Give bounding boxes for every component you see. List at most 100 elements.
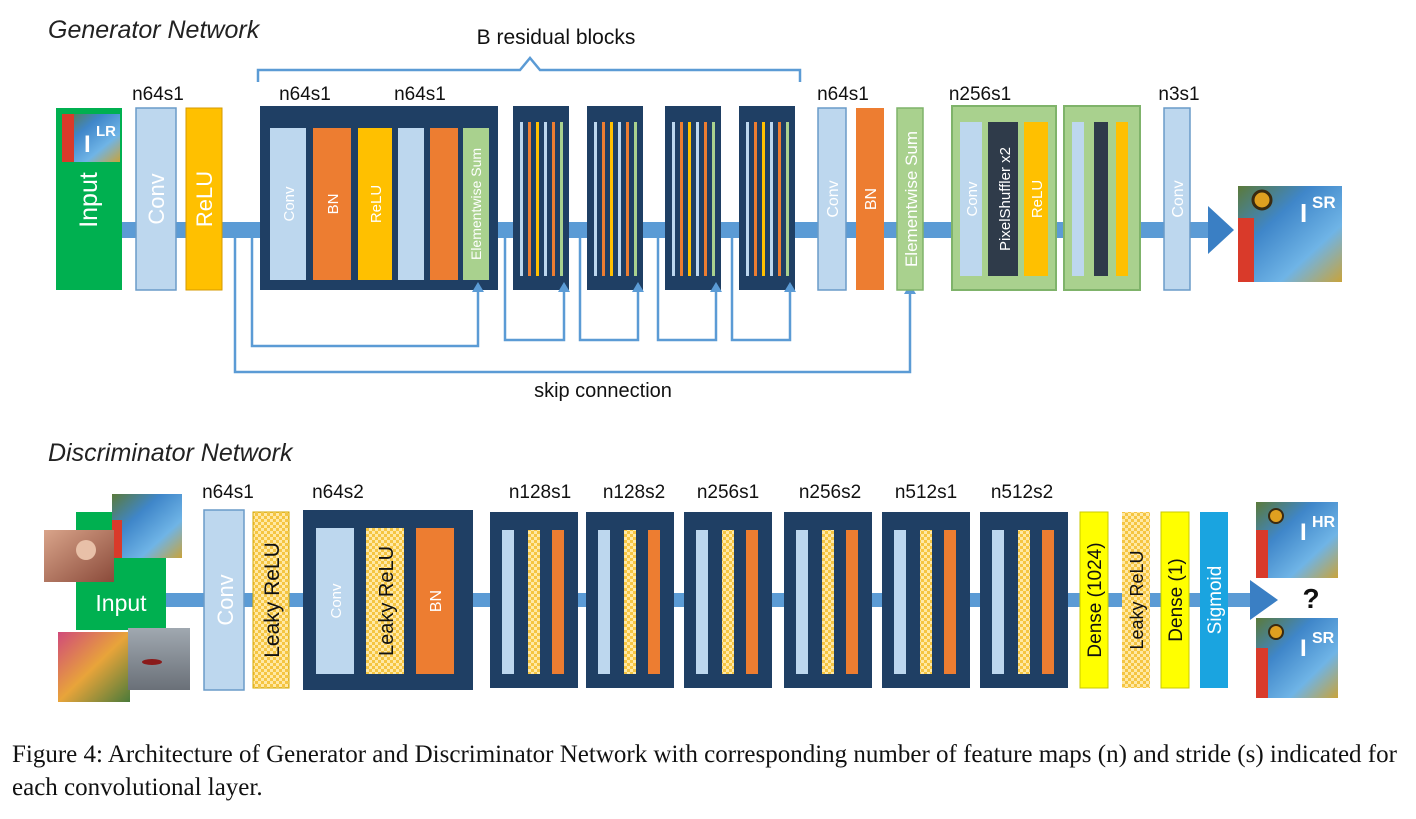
disc-param-label: n512s1 xyxy=(895,482,957,503)
disc-block-6 xyxy=(882,512,970,688)
disc-block-7 xyxy=(980,512,1068,688)
disc-leaky-relu-2-label: Leaky ReLU xyxy=(1127,550,1147,649)
disc-block-3 xyxy=(586,512,674,688)
upsample-conv-2 xyxy=(1072,122,1084,276)
disc-block-leaky-label: Leaky ReLU xyxy=(376,546,398,656)
disc-param-label: n128s2 xyxy=(603,482,665,503)
generator-relu-1 xyxy=(185,107,223,291)
generator-arrow-head xyxy=(1208,206,1234,254)
disc-param-label: n128s1 xyxy=(509,482,571,503)
disc-param-label: n512s2 xyxy=(991,482,1053,503)
generator-final-conv-label: Conv xyxy=(1170,180,1187,217)
svg-text:I: I xyxy=(1300,635,1307,662)
upsample-conv-1-label: Conv xyxy=(964,181,981,217)
skip-connection-label: skip connection xyxy=(534,380,672,402)
disc-param-label: n64s1 xyxy=(202,482,254,503)
residual-block-2 xyxy=(513,106,569,290)
generator-post-conv xyxy=(817,107,847,291)
generator-input-label: Input xyxy=(75,172,103,228)
residual-bracket-label: B residual blocks xyxy=(477,26,636,49)
param-final-conv: n3s1 xyxy=(1158,84,1199,105)
generator-final-conv xyxy=(1163,107,1191,291)
residual-blocks-collapsed xyxy=(513,106,795,290)
discriminator-input-label: Input xyxy=(95,590,147,616)
generator-post-sum xyxy=(896,107,924,291)
generator-post-conv-label: Conv xyxy=(825,180,842,217)
res-sum-label: Elementwise Sum xyxy=(468,148,484,260)
param-upsample: n256s1 xyxy=(949,84,1011,105)
svg-text:I: I xyxy=(84,131,91,158)
architecture-diagram: Generator Network B residual blocks I LR… xyxy=(44,16,1342,702)
param-post-conv: n64s1 xyxy=(817,84,869,105)
disc-block-bn-label: BN xyxy=(428,590,445,612)
sr-image: I SR xyxy=(1256,618,1338,698)
discriminator-input-thumbnails xyxy=(44,494,190,702)
disc-block-5 xyxy=(784,512,872,688)
generator-relu-1-label: ReLU xyxy=(192,171,217,227)
svg-text:SR: SR xyxy=(1312,630,1335,647)
svg-text:SR: SR xyxy=(1312,193,1336,212)
res-conv-a xyxy=(270,128,306,280)
disc-leaky-relu-1-label: Leaky ReLU xyxy=(261,542,284,658)
res-bn-a-label: BN xyxy=(325,194,342,215)
res-conv-b xyxy=(398,128,424,280)
generator-post-bn xyxy=(856,108,884,290)
param-res-conv2: n64s1 xyxy=(394,84,446,105)
lr-image-thumbnail: I LR xyxy=(62,114,120,162)
param-first-conv: n64s1 xyxy=(132,84,184,105)
disc-block-leaky xyxy=(366,528,404,674)
svg-text:I: I xyxy=(1300,198,1307,228)
sr-output-image: I SR xyxy=(1238,186,1342,282)
upsample-shuffler-2 xyxy=(1094,122,1108,276)
discriminator-arrow-head xyxy=(1250,580,1278,620)
svg-text:LR: LR xyxy=(96,123,116,140)
disc-dense-1024 xyxy=(1079,511,1109,689)
disc-sigmoid-label: Sigmoid xyxy=(1205,566,1226,635)
disc-block-bn xyxy=(416,528,454,674)
svg-text:HR: HR xyxy=(1312,514,1336,531)
disc-dense-1024-label: Dense (1024) xyxy=(1085,542,1106,657)
question-mark: ? xyxy=(1302,583,1319,614)
upsample-conv-1 xyxy=(960,122,982,276)
svg-text:I: I xyxy=(1300,519,1307,546)
param-res-conv1: n64s1 xyxy=(279,84,331,105)
disc-conv-1 xyxy=(203,509,245,691)
disc-block-conv-label: Conv xyxy=(328,583,345,619)
disc-block-2 xyxy=(490,512,578,688)
disc-param-label: n256s2 xyxy=(799,482,861,503)
generator-title: Generator Network xyxy=(48,16,261,44)
generator-conv-1-label: Conv xyxy=(144,173,169,224)
res-relu-a-label: ReLU xyxy=(368,185,385,223)
discriminator-param-labels: n64s1 n64s2 n128s1 n128s2 n256s1 n256s2 n512s1… xyxy=(202,482,1053,503)
discriminator-title: Discriminator Network xyxy=(48,439,294,467)
disc-dense-1-label: Dense (1) xyxy=(1166,558,1187,641)
disc-conv-1-label: Conv xyxy=(213,574,238,625)
disc-dense-1 xyxy=(1160,511,1190,689)
generator-post-sum-label: Elementwise Sum xyxy=(902,131,921,267)
res-relu-a xyxy=(358,128,392,280)
upsample-shuffler-1 xyxy=(988,122,1018,276)
disc-block-4 xyxy=(684,512,772,688)
residual-bracket xyxy=(256,56,802,82)
upsample-relu-1-label: ReLU xyxy=(1029,180,1046,218)
residual-block-4 xyxy=(665,106,721,290)
residual-skip-lines xyxy=(233,232,912,374)
disc-leaky-relu-2 xyxy=(1122,512,1150,688)
generator-post-bn-label: BN xyxy=(863,188,880,210)
disc-param-label: n256s1 xyxy=(697,482,759,503)
disc-leaky-relu-1 xyxy=(252,511,290,689)
residual-block-5 xyxy=(739,106,795,290)
disc-sigmoid xyxy=(1200,512,1228,688)
residual-block-3 xyxy=(587,106,643,290)
generator-conv-1 xyxy=(135,107,177,291)
res-sum xyxy=(463,128,489,280)
upsample-relu-2 xyxy=(1116,122,1128,276)
disc-block-conv xyxy=(316,528,354,674)
hr-image: I HR xyxy=(1256,502,1338,578)
res-bn-a xyxy=(313,128,351,280)
disc-param-label: n64s2 xyxy=(312,482,364,503)
upsample-shuffler-1-label: PixelShuffler x2 xyxy=(997,147,1014,251)
upsample-relu-1 xyxy=(1024,122,1048,276)
disc-blocks-collapsed xyxy=(490,512,1068,688)
res-bn-b xyxy=(430,128,458,280)
